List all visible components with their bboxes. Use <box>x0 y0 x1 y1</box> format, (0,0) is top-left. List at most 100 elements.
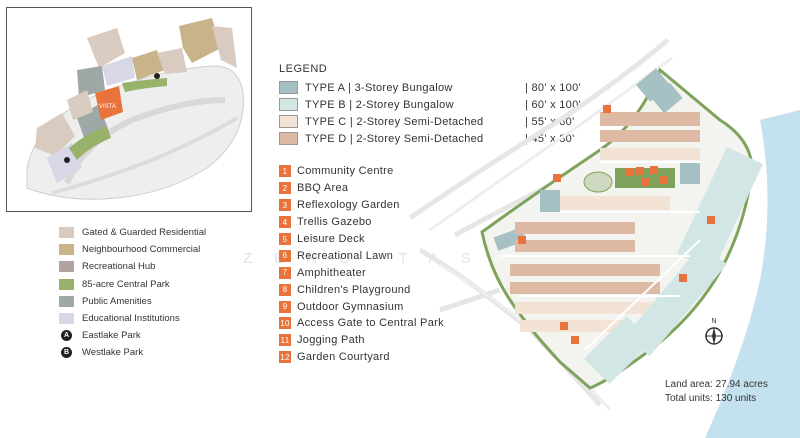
north-label: N <box>711 318 717 325</box>
amenity-number: 4 <box>279 216 291 229</box>
amenity-number: 3 <box>279 199 291 212</box>
zone-swatch <box>59 244 74 256</box>
zone-swatch <box>59 227 74 239</box>
zone-label: Recreational Hub <box>82 261 156 273</box>
amenity-item: 9 Outdoor Gymnasium <box>279 298 444 315</box>
amenity-label: Leisure Deck <box>297 233 365 245</box>
compass-icon <box>705 327 723 345</box>
amenity-item: 2 BBQ Area <box>279 180 444 197</box>
amenity-number: 5 <box>279 233 291 245</box>
amenity-number: 11 <box>279 334 291 347</box>
water-body <box>705 110 800 438</box>
zone-legend-item: Gated & Guarded Residential <box>59 224 206 241</box>
zone-legend-item: Educational Institutions <box>59 310 206 327</box>
unit-type-size: | 60' x 100' <box>525 98 581 111</box>
unit-type-swatch <box>279 115 298 128</box>
amenity-marker <box>560 322 568 330</box>
amenity-marker <box>625 168 633 176</box>
zone-label: Educational Institutions <box>82 313 180 325</box>
zone-swatch <box>59 313 74 325</box>
amenity-label: Reflexology Garden <box>297 199 400 212</box>
amenity-label: Jogging Path <box>297 334 365 347</box>
zone-legend-item: Recreational Hub <box>59 258 206 275</box>
unit-type-swatch <box>279 81 298 94</box>
unit-type-size: | 80' x 100' <box>525 81 581 94</box>
unit-type-name: TYPE D | 2-Storey Semi-Detached <box>305 132 484 145</box>
zone-label: Neighbourhood Commercial <box>82 244 201 256</box>
amenity-label: Outdoor Gymnasium <box>297 300 404 313</box>
overview-map: VISTA <box>6 7 252 212</box>
amenity-marker <box>660 176 668 184</box>
park-legend-item: A Eastlake Park <box>59 327 206 344</box>
east-cluster <box>584 147 764 384</box>
amenity-markers <box>518 105 715 344</box>
zone-legend-item: Public Amenities <box>59 293 206 310</box>
zone-swatch <box>59 278 74 290</box>
zone-legend-item: Neighbourhood Commercial <box>59 241 206 258</box>
amenity-label: BBQ Area <box>297 182 349 195</box>
amenity-number: 2 <box>279 182 291 195</box>
park-label: Westlake Park <box>82 347 144 359</box>
amenity-item: 12 Garden Courtyard <box>279 349 444 366</box>
amenity-marker <box>642 178 650 186</box>
unit-type-item: TYPE B | 2-Storey Bungalow | 60' x 100' <box>279 96 581 113</box>
unit-type-item: TYPE A | 3-Storey Bungalow | 80' x 100' <box>279 79 581 96</box>
amenity-number: 10 <box>279 317 291 330</box>
park-marker-icon: A <box>61 330 72 342</box>
amenity-marker <box>553 174 561 182</box>
zone-swatch <box>59 261 74 273</box>
amenities-legend: 1 Community Centre 2 BBQ Area 3 Reflexology… <box>279 163 444 366</box>
amenity-label: Garden Courtyard <box>297 351 390 364</box>
amenity-marker <box>679 274 687 282</box>
amenity-marker <box>650 166 658 174</box>
amenity-number: 6 <box>279 249 291 262</box>
amenity-marker <box>603 105 611 113</box>
total-units: Total units: 130 units <box>665 393 757 404</box>
zone-label: 85-acre Central Park <box>82 278 170 290</box>
amenity-number: 7 <box>279 266 291 279</box>
north-compass: N <box>703 318 725 352</box>
overview-map-graphic: VISTA <box>7 8 251 211</box>
amenity-number: 12 <box>279 351 291 364</box>
amenity-label: Children's Playground <box>297 283 411 296</box>
park-marker-icon: B <box>61 347 72 359</box>
zone-label: Gated & Guarded Residential <box>82 227 207 239</box>
amenity-label: Recreational Lawn <box>297 249 394 262</box>
unit-type-name: TYPE B | 2-Storey Bungalow <box>305 98 454 111</box>
amenity-item: 6 Recreational Lawn <box>279 247 444 264</box>
amenity-label: Community Centre <box>297 165 394 178</box>
zone-legend-item: 85-acre Central Park <box>59 276 206 293</box>
north-cluster <box>600 68 700 160</box>
amenity-marker <box>571 336 579 344</box>
zone-swatch <box>59 295 74 307</box>
unit-type-name: TYPE C | 2-Storey Semi-Detached <box>305 115 484 128</box>
park-legend-item: B Westlake Park <box>59 344 206 361</box>
amenity-label: Access Gate to Central Park <box>297 317 444 330</box>
site-stats: Land area: 27.94 acres Total units: 130 … <box>665 378 768 406</box>
amenity-marker <box>518 236 526 244</box>
amenity-number: 8 <box>279 283 291 296</box>
amenity-item: 3 Reflexology Garden <box>279 197 444 214</box>
amenity-item: 4 Trellis Gazebo <box>279 214 444 231</box>
unit-type-swatch <box>279 132 298 145</box>
vista-label: VISTA <box>99 104 116 110</box>
amenity-item: 11 Jogging Path <box>279 332 444 349</box>
land-area: Land area: 27.94 acres <box>665 379 768 390</box>
west-cluster <box>493 222 660 332</box>
amenity-marker <box>636 167 644 175</box>
legend-title: LEGEND <box>279 63 328 75</box>
unit-type-name: TYPE A | 3-Storey Bungalow <box>305 81 453 94</box>
amenity-item: 8 Children's Playground <box>279 281 444 298</box>
amenity-item: 5 Leisure Deck <box>279 231 444 248</box>
unit-type-swatch <box>279 98 298 111</box>
amenity-item: 10 Access Gate to Central Park <box>279 315 444 332</box>
amenity-item: 7 Amphitheater <box>279 264 444 281</box>
amenity-label: Amphitheater <box>297 266 367 279</box>
zone-label: Public Amenities <box>82 295 152 307</box>
amenity-number: 9 <box>279 300 291 313</box>
amenity-label: Trellis Gazebo <box>297 216 372 229</box>
amenity-item: 1 Community Centre <box>279 163 444 180</box>
amenity-number: 1 <box>279 165 291 178</box>
amenity-marker <box>707 216 715 224</box>
